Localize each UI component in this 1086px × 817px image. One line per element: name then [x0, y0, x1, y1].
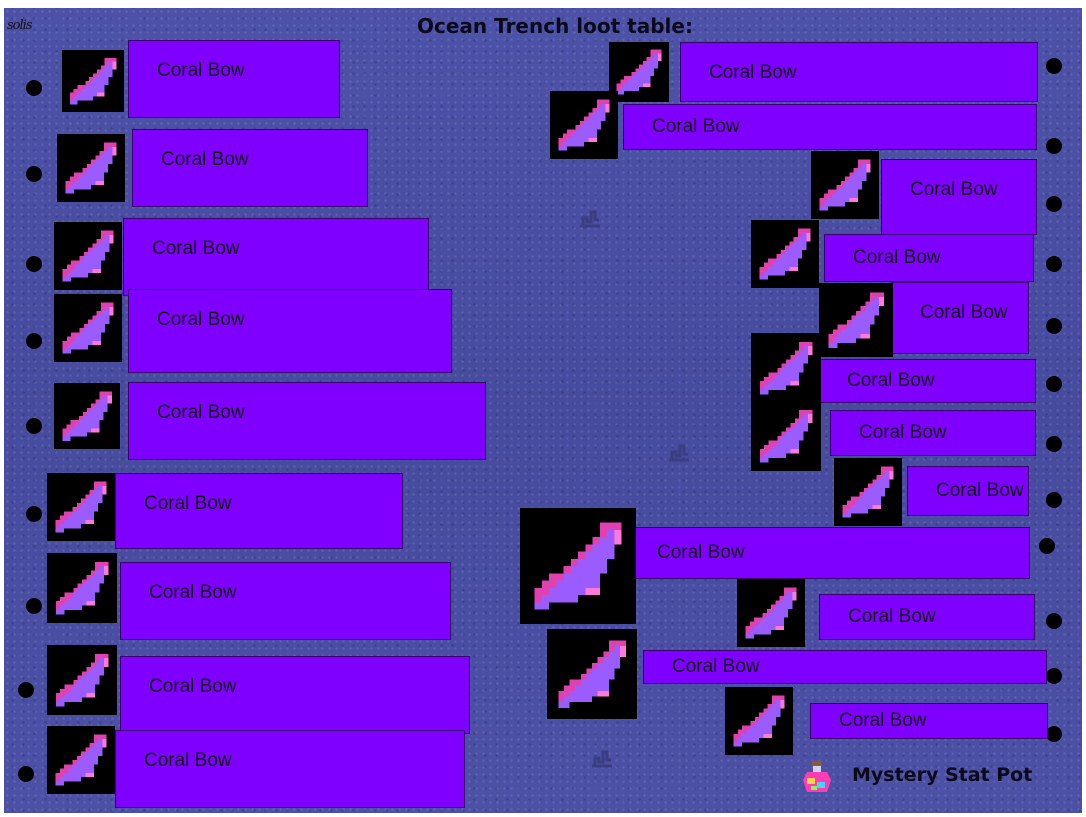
- coral-decoration-icon: [580, 210, 600, 228]
- coral-bow-icon[interactable]: [47, 645, 117, 715]
- coral-bow-icon[interactable]: [751, 220, 819, 288]
- coral-bow-icon[interactable]: [751, 333, 821, 403]
- item-name-label: Coral Bow: [132, 129, 368, 207]
- bullet-dot: [1046, 256, 1062, 272]
- bullet-dot: [26, 166, 42, 182]
- item-name-label: Coral Bow: [907, 466, 1029, 516]
- item-name-label: Coral Bow: [120, 562, 451, 640]
- page-title: Ocean Trench loot table:: [417, 14, 693, 38]
- bullet-dot: [1046, 138, 1062, 154]
- bullet-dot: [1046, 436, 1062, 452]
- item-name-label: Coral Bow: [881, 159, 1037, 235]
- coral-bow-icon[interactable]: [547, 629, 637, 719]
- coral-bow-icon[interactable]: [550, 91, 618, 159]
- potion-icon[interactable]: [801, 760, 833, 794]
- item-name-label: Coral Bow: [623, 104, 1037, 150]
- bullet-dot: [26, 506, 42, 522]
- item-name-label: Coral Bow: [818, 359, 1036, 403]
- coral-bow-icon[interactable]: [737, 579, 805, 647]
- bullet-dot: [26, 418, 42, 434]
- coral-bow-icon[interactable]: [57, 134, 125, 202]
- bullet-dot: [1046, 613, 1062, 629]
- item-name-label: Coral Bow: [115, 730, 465, 808]
- coral-decoration-icon: [592, 750, 612, 768]
- item-name-label: Coral Bow: [120, 656, 470, 734]
- item-name-label: Coral Bow: [819, 594, 1035, 640]
- bullet-dot: [18, 682, 34, 698]
- mystery-stat-pot-label: Mystery Stat Pot: [852, 764, 1033, 786]
- coral-bow-icon[interactable]: [609, 42, 669, 102]
- coral-bow-icon[interactable]: [54, 222, 122, 290]
- item-name-label: Coral Bow: [628, 527, 1030, 579]
- bullet-dot: [1039, 538, 1055, 554]
- item-name-label: Coral Bow: [128, 382, 486, 460]
- coral-bow-icon[interactable]: [47, 553, 117, 623]
- coral-bow-icon[interactable]: [751, 401, 821, 471]
- item-name-label: Coral Bow: [680, 42, 1038, 102]
- item-name-label: Coral Bow: [643, 650, 1047, 684]
- item-name-label: Coral Bow: [123, 218, 429, 296]
- coral-bow-icon[interactable]: [520, 508, 636, 624]
- coral-bow-icon[interactable]: [819, 283, 893, 357]
- coral-bow-icon[interactable]: [811, 151, 879, 219]
- bullet-dot: [1046, 376, 1062, 392]
- bullet-dot: [26, 256, 42, 272]
- bullet-dot: [1046, 318, 1062, 334]
- bullet-dot: [1046, 196, 1062, 212]
- bullet-dot: [1046, 58, 1062, 74]
- coral-bow-icon[interactable]: [62, 50, 124, 112]
- artist-signature: solis: [7, 18, 32, 33]
- bullet-dot: [26, 80, 42, 96]
- item-name-label: Coral Bow: [891, 282, 1029, 354]
- loot-table-panel: solis Ocean Trench loot table: Coral Bow…: [4, 8, 1082, 813]
- coral-bow-icon[interactable]: [54, 383, 120, 449]
- item-name-label: Coral Bow: [824, 234, 1034, 282]
- bullet-dot: [1046, 668, 1062, 684]
- bullet-dot: [26, 598, 42, 614]
- bullet-dot: [1046, 726, 1062, 742]
- item-name-label: Coral Bow: [128, 40, 340, 118]
- coral-decoration-icon: [669, 444, 689, 462]
- coral-bow-icon[interactable]: [47, 473, 115, 541]
- bullet-dot: [26, 333, 42, 349]
- item-name-label: Coral Bow: [115, 473, 403, 549]
- coral-bow-icon[interactable]: [834, 458, 902, 526]
- bullet-dot: [1046, 492, 1062, 508]
- coral-bow-icon[interactable]: [725, 687, 793, 755]
- item-name-label: Coral Bow: [830, 410, 1036, 456]
- coral-bow-icon[interactable]: [54, 294, 122, 362]
- item-name-label: Coral Bow: [810, 703, 1048, 739]
- item-name-label: Coral Bow: [128, 289, 452, 373]
- coral-bow-icon[interactable]: [47, 726, 115, 794]
- bullet-dot: [18, 766, 34, 782]
